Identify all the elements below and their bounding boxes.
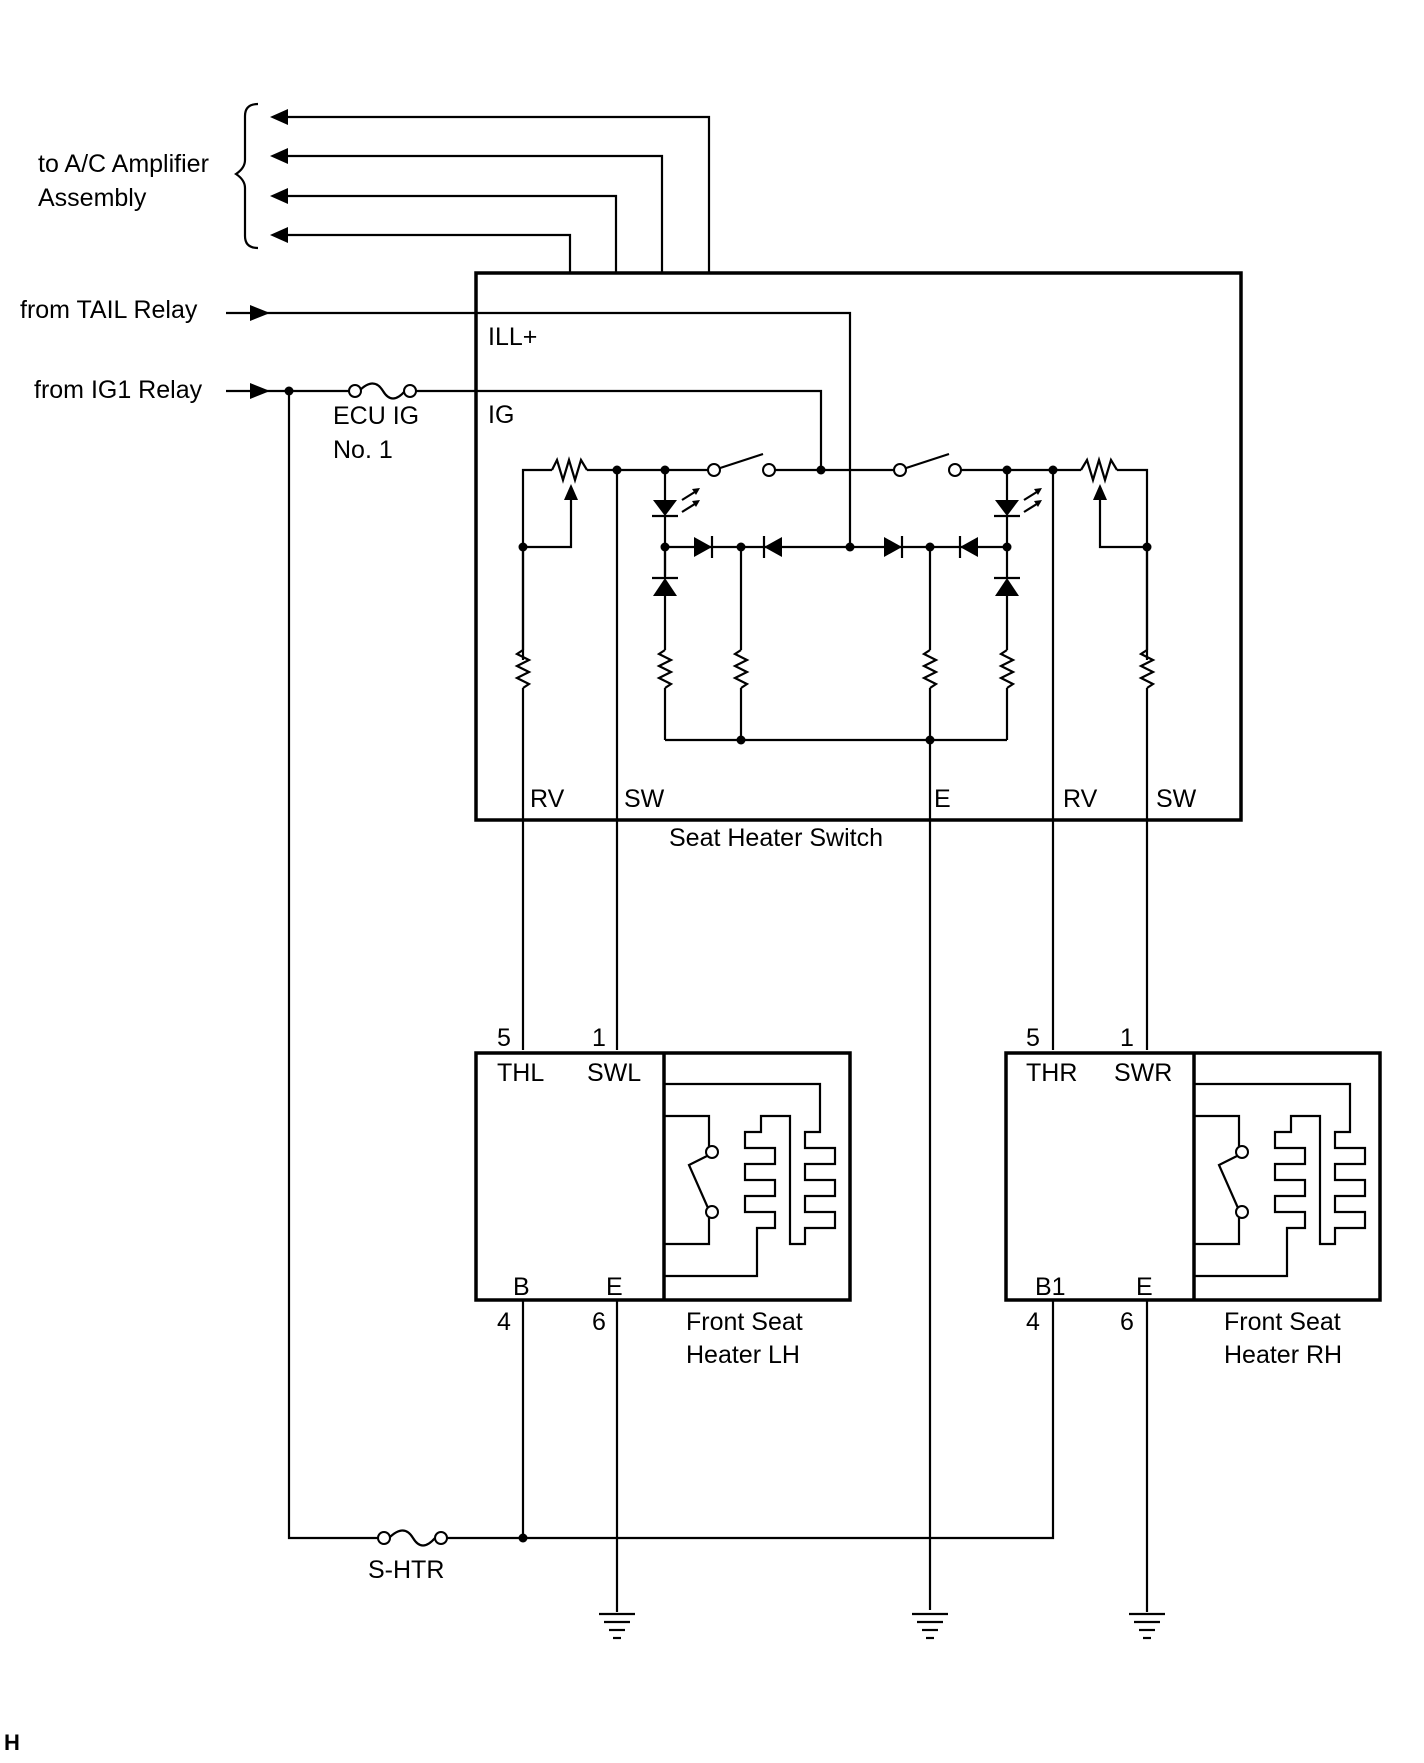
terminal-sw-left-label: SW (624, 785, 665, 813)
led-right-icon (995, 500, 1019, 516)
ac-amplifier-label-line2: Assembly (38, 184, 147, 212)
heater-lh-term-sw: SWL (587, 1059, 641, 1087)
heater-rh-pin-b: 4 (1026, 1308, 1040, 1336)
diode-4-icon (960, 537, 978, 557)
heater-lh-pin-sw: 1 (592, 1024, 606, 1052)
front-seat-heater-lh: 5 1 THL SWL B E 4 6 Front Seat Heater LH (474, 1024, 852, 1369)
heater-lh-term-b: B (513, 1273, 530, 1301)
terminal-e-label: E (934, 785, 951, 813)
heater-rh-term-sw: SWR (1114, 1059, 1172, 1087)
ground-icon (1129, 1612, 1165, 1640)
terminal-sw-right-label: SW (1156, 785, 1197, 813)
heater-rh-name-line2: Heater RH (1224, 1341, 1342, 1369)
from-ig1-relay-label: from IG1 Relay (34, 376, 203, 404)
ecu-ig-fuse-label-line2: No. 1 (333, 436, 393, 464)
diode-2-icon (764, 537, 782, 557)
heater-rh-pin-e: 6 (1120, 1308, 1134, 1336)
terminal-ig-label: IG (488, 401, 514, 429)
terminal-rv-right-label: RV (1063, 785, 1098, 813)
heater-lh-term-e: E (606, 1273, 623, 1301)
ecu-ig-fuse-right-terminal (403, 384, 417, 398)
diode-3-icon (884, 537, 902, 557)
ecu-ig-fuse-left-terminal (348, 384, 362, 398)
terminal-ill-label: ILL+ (488, 323, 537, 351)
heater-rh-thermostat-bottom (1235, 1205, 1249, 1219)
front-seat-heater-rh: 5 1 THR SWR B1 E 4 6 Front Seat Heater R… (1004, 1024, 1382, 1369)
switch-right-contact (899, 452, 950, 472)
heater-lh-thermostat-top (705, 1145, 719, 1159)
heater-rh-name-line1: Front Seat (1224, 1308, 1341, 1336)
heater-lh-thermostat-bottom (705, 1205, 719, 1219)
from-tail-relay-label: from TAIL Relay (20, 296, 198, 324)
ac-amplifier-connection: to A/C Amplifier Assembly (38, 102, 711, 272)
heater-rh-thermostat-top (1235, 1145, 1249, 1159)
heater-rh-term-th: THR (1026, 1059, 1077, 1087)
terminal-rv-left-label: RV (530, 785, 565, 813)
seat-heater-switch-box (474, 271, 1243, 822)
seat-heater-switch: ILL+ IG RV SW E RV SW Seat Heater Switch (474, 271, 1243, 1610)
s-htr-power-bus: S-HTR (368, 1300, 1055, 1584)
heater-lh-pin-e: 6 (592, 1308, 606, 1336)
heater-rh-term-e: E (1136, 1273, 1153, 1301)
heater-rh-pin-sw: 1 (1120, 1024, 1134, 1052)
diode-right-down-icon (995, 578, 1019, 596)
heater-lh-pin-th: 5 (497, 1024, 511, 1052)
heater-rh-pin-th: 5 (1026, 1024, 1040, 1052)
s-htr-fuse-right-terminal (434, 1531, 448, 1545)
figure-code: H (4, 1730, 20, 1755)
heater-rh-term-b: B1 (1035, 1273, 1066, 1301)
heater-lh-term-th: THL (497, 1059, 544, 1087)
diode-1-icon (694, 537, 712, 557)
s-htr-fuse-label: S-HTR (368, 1556, 444, 1584)
heater-lh-name-line2: Heater LH (686, 1341, 800, 1369)
ground-icon (599, 1612, 635, 1640)
ig1-relay-input: from IG1 Relay ECU IG No. 1 (34, 376, 823, 1540)
heater-lh-name-line1: Front Seat (686, 1308, 803, 1336)
diode-left-down-icon (653, 578, 677, 596)
led-left-icon (653, 500, 677, 516)
ground-connections (599, 1300, 1165, 1640)
ground-icon (912, 1612, 948, 1640)
ac-amplifier-label-line1: to A/C Amplifier (38, 150, 209, 178)
seat-heater-switch-label: Seat Heater Switch (669, 824, 883, 852)
s-htr-fuse-left-terminal (377, 1531, 391, 1545)
switch-left-contact (713, 452, 764, 472)
ecu-ig-fuse-label-line1: ECU IG (333, 402, 419, 430)
tail-relay-input: from TAIL Relay (20, 296, 852, 547)
heater-lh-pin-b: 4 (497, 1308, 511, 1336)
